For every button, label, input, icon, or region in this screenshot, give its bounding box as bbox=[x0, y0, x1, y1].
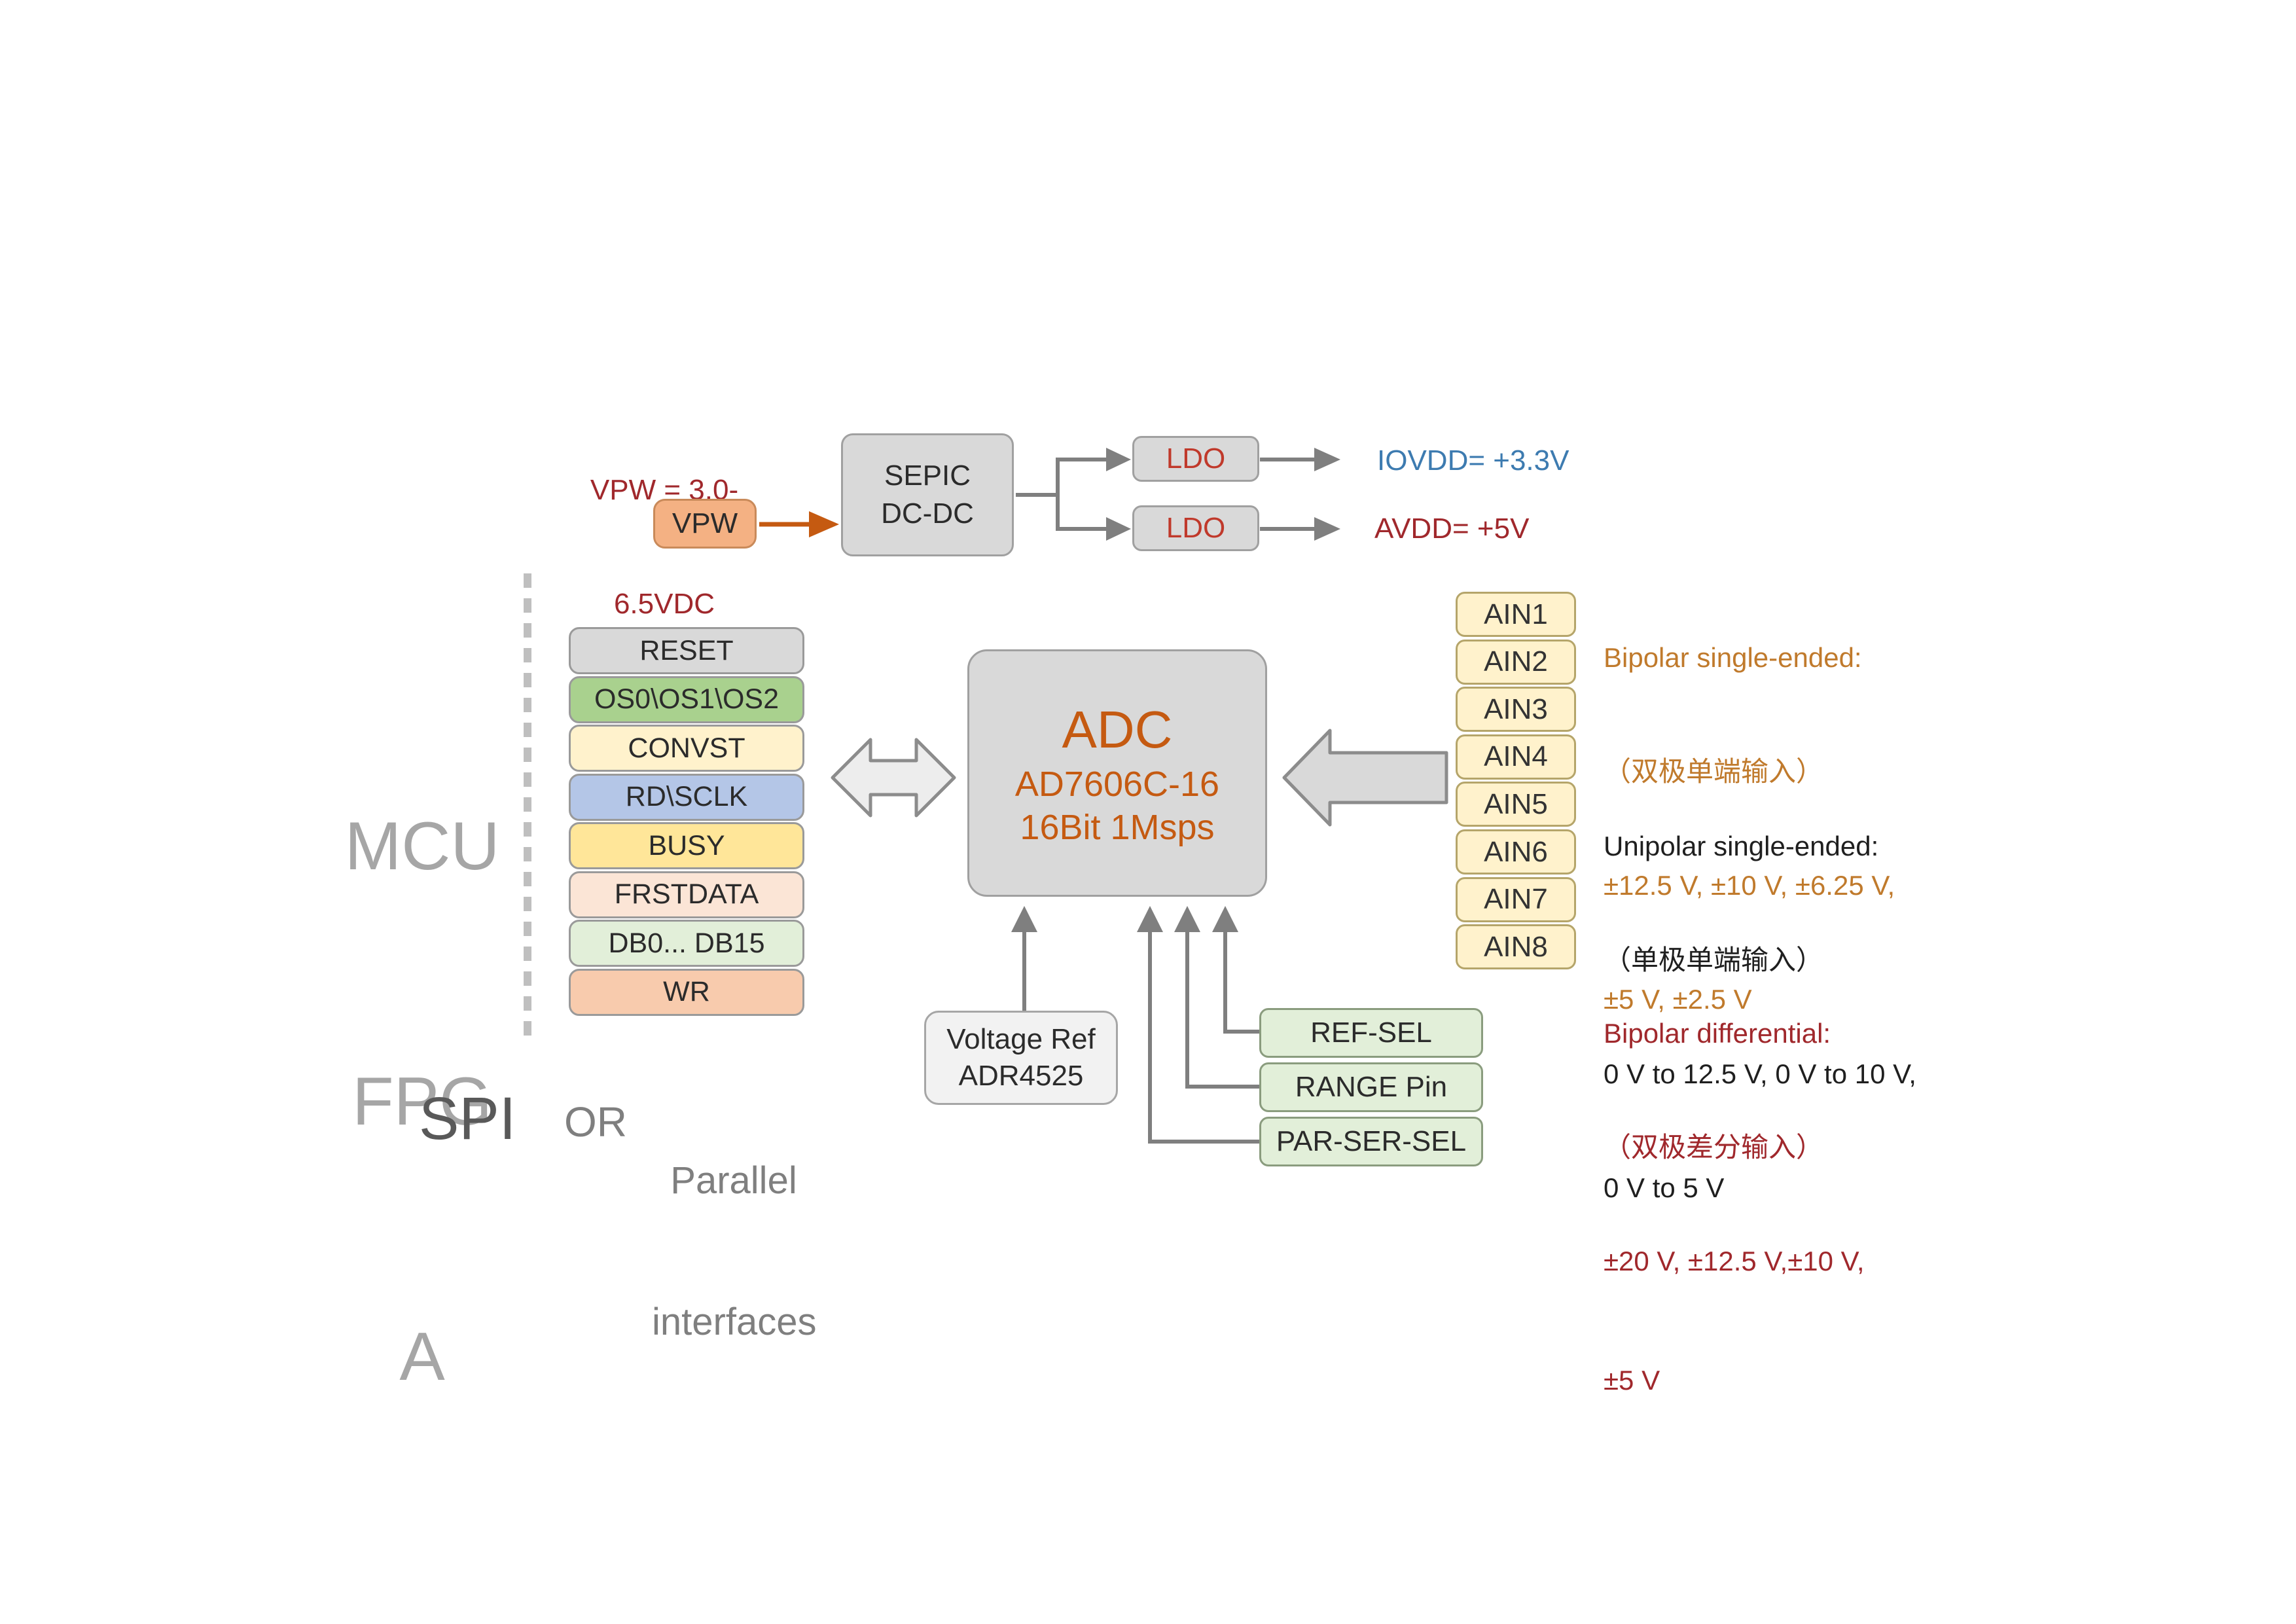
signal-convst: CONVST bbox=[569, 725, 804, 772]
ldo1-arrowhead bbox=[1106, 448, 1131, 471]
bipolar-diff-title: Bipolar differential: bbox=[1604, 1018, 1831, 1049]
ldo1-output-arrow bbox=[1260, 448, 1340, 471]
signal-rd-sclk: RD\SCLK bbox=[569, 773, 804, 821]
input-ain6: AIN6 bbox=[1456, 829, 1576, 875]
sepic-to-ldo-arrows bbox=[1016, 458, 1107, 531]
vref-line2: ADR4525 bbox=[958, 1060, 1084, 1092]
ldo2-output-arrow bbox=[1260, 517, 1340, 541]
input-ain7: AIN7 bbox=[1456, 876, 1576, 922]
vpw-to-sepic-arrow bbox=[759, 511, 839, 537]
vpw-input-box: VPW bbox=[653, 499, 757, 549]
sepic-line2: DC-DC bbox=[881, 497, 974, 530]
input-ain2: AIN2 bbox=[1456, 639, 1576, 685]
input-ain3: AIN3 bbox=[1456, 687, 1576, 732]
signal-db0-db15: DB0... DB15 bbox=[569, 920, 804, 967]
adc-title: ADC bbox=[1062, 700, 1173, 759]
control-ref-sel: REF-SEL bbox=[1259, 1008, 1483, 1058]
signal-wr: WR bbox=[569, 968, 804, 1016]
adc-part-number: AD7606C-16 bbox=[1014, 765, 1220, 804]
unipolar-se-cn: （单极单端输入） bbox=[1604, 945, 1824, 975]
bipolar-se-cn: （双极单端输入） bbox=[1604, 756, 1824, 787]
bidirectional-bus-arrow bbox=[831, 738, 956, 818]
unipolar-single-ended-note: Unipolar single-ended: （单极单端输入） 0 V to 1… bbox=[1604, 751, 1916, 1245]
control-range-pin: RANGE Pin bbox=[1259, 1062, 1483, 1112]
sepic-line1: SEPIC bbox=[884, 460, 971, 492]
analog-input-arrow bbox=[1282, 729, 1448, 827]
host-label: MCU FPG A bbox=[340, 634, 504, 1485]
signal-os0-os1-os2: OS0\OS1\OS2 bbox=[569, 676, 804, 723]
bipolar-diff-cn: （双极差分输入） bbox=[1604, 1132, 1824, 1163]
bipolar-diff-values1: ±20 V, ±12.5 V,±10 V, bbox=[1604, 1246, 1865, 1276]
range-pin-arrowhead bbox=[1174, 906, 1200, 932]
vref-to-adc-arrow bbox=[1011, 906, 1037, 1011]
bipolar-se-title: Bipolar single-ended: bbox=[1604, 642, 1862, 673]
vref-line1: Voltage Ref bbox=[946, 1023, 1096, 1055]
parallel-interfaces-label: Parallel interfaces bbox=[652, 1063, 816, 1393]
signal-busy: BUSY bbox=[569, 822, 804, 869]
host-line2: FPG bbox=[352, 1064, 492, 1140]
sepic-dcdc-box: SEPIC DC-DC bbox=[841, 433, 1014, 556]
bipolar-single-ended-note: Bipolar single-ended: （双极单端输入） ±12.5 V, … bbox=[1604, 563, 1895, 1056]
par-ser-sel-arrowhead bbox=[1137, 906, 1163, 932]
ldo2-label: LDO bbox=[1166, 512, 1226, 544]
unipolar-se-values1: 0 V to 12.5 V, 0 V to 10 V, bbox=[1604, 1058, 1916, 1089]
voltage-ref-box: Voltage Ref ADR4525 bbox=[924, 1011, 1118, 1105]
signal-reset: RESET bbox=[569, 627, 804, 674]
control-par-ser-sel: PAR-SER-SEL bbox=[1259, 1117, 1483, 1166]
bipolar-diff-values2: ±5 V bbox=[1604, 1365, 1660, 1396]
or-label: OR bbox=[564, 1098, 627, 1146]
iovdd-label: IOVDD= +3.3V bbox=[1377, 444, 1570, 477]
ldo1-label: LDO bbox=[1166, 442, 1226, 475]
input-ain1: AIN1 bbox=[1456, 592, 1576, 637]
input-ain8: AIN8 bbox=[1456, 924, 1576, 970]
spi-label: SPI bbox=[419, 1085, 516, 1152]
parallel-line1: Parallel bbox=[670, 1159, 797, 1202]
host-line1: MCU bbox=[344, 808, 500, 884]
adc-block: ADC AD7606C-16 16Bit 1Msps bbox=[967, 649, 1267, 897]
ldo2-arrowhead bbox=[1106, 517, 1131, 541]
unipolar-se-values2: 0 V to 5 V bbox=[1604, 1172, 1725, 1203]
host-line3: A bbox=[399, 1319, 445, 1395]
input-ain4: AIN4 bbox=[1456, 734, 1576, 780]
vpw-label: VPW bbox=[672, 507, 738, 539]
vpw-range-line2: 6.5VDC bbox=[613, 588, 715, 620]
bipolar-differential-note: Bipolar differential: （双极差分输入） ±20 V, ±1… bbox=[1604, 939, 1865, 1437]
ref-sel-arrowhead bbox=[1212, 906, 1238, 932]
adc-spec: 16Bit 1Msps bbox=[1020, 808, 1215, 847]
ldo-avdd-box: LDO bbox=[1132, 505, 1259, 551]
control-pin-arrows bbox=[1148, 929, 1259, 1144]
unipolar-se-title: Unipolar single-ended: bbox=[1604, 831, 1879, 861]
bipolar-se-values1: ±12.5 V, ±10 V, ±6.25 V, bbox=[1604, 870, 1895, 901]
bipolar-se-values2: ±5 V, ±2.5 V bbox=[1604, 984, 1752, 1015]
signal-frstdata: FRSTDATA bbox=[569, 871, 804, 918]
avdd-label: AVDD= +5V bbox=[1374, 513, 1530, 545]
parallel-line2: interfaces bbox=[652, 1301, 817, 1343]
input-ain5: AIN5 bbox=[1456, 782, 1576, 827]
ldo-iovdd-box: LDO bbox=[1132, 436, 1259, 482]
